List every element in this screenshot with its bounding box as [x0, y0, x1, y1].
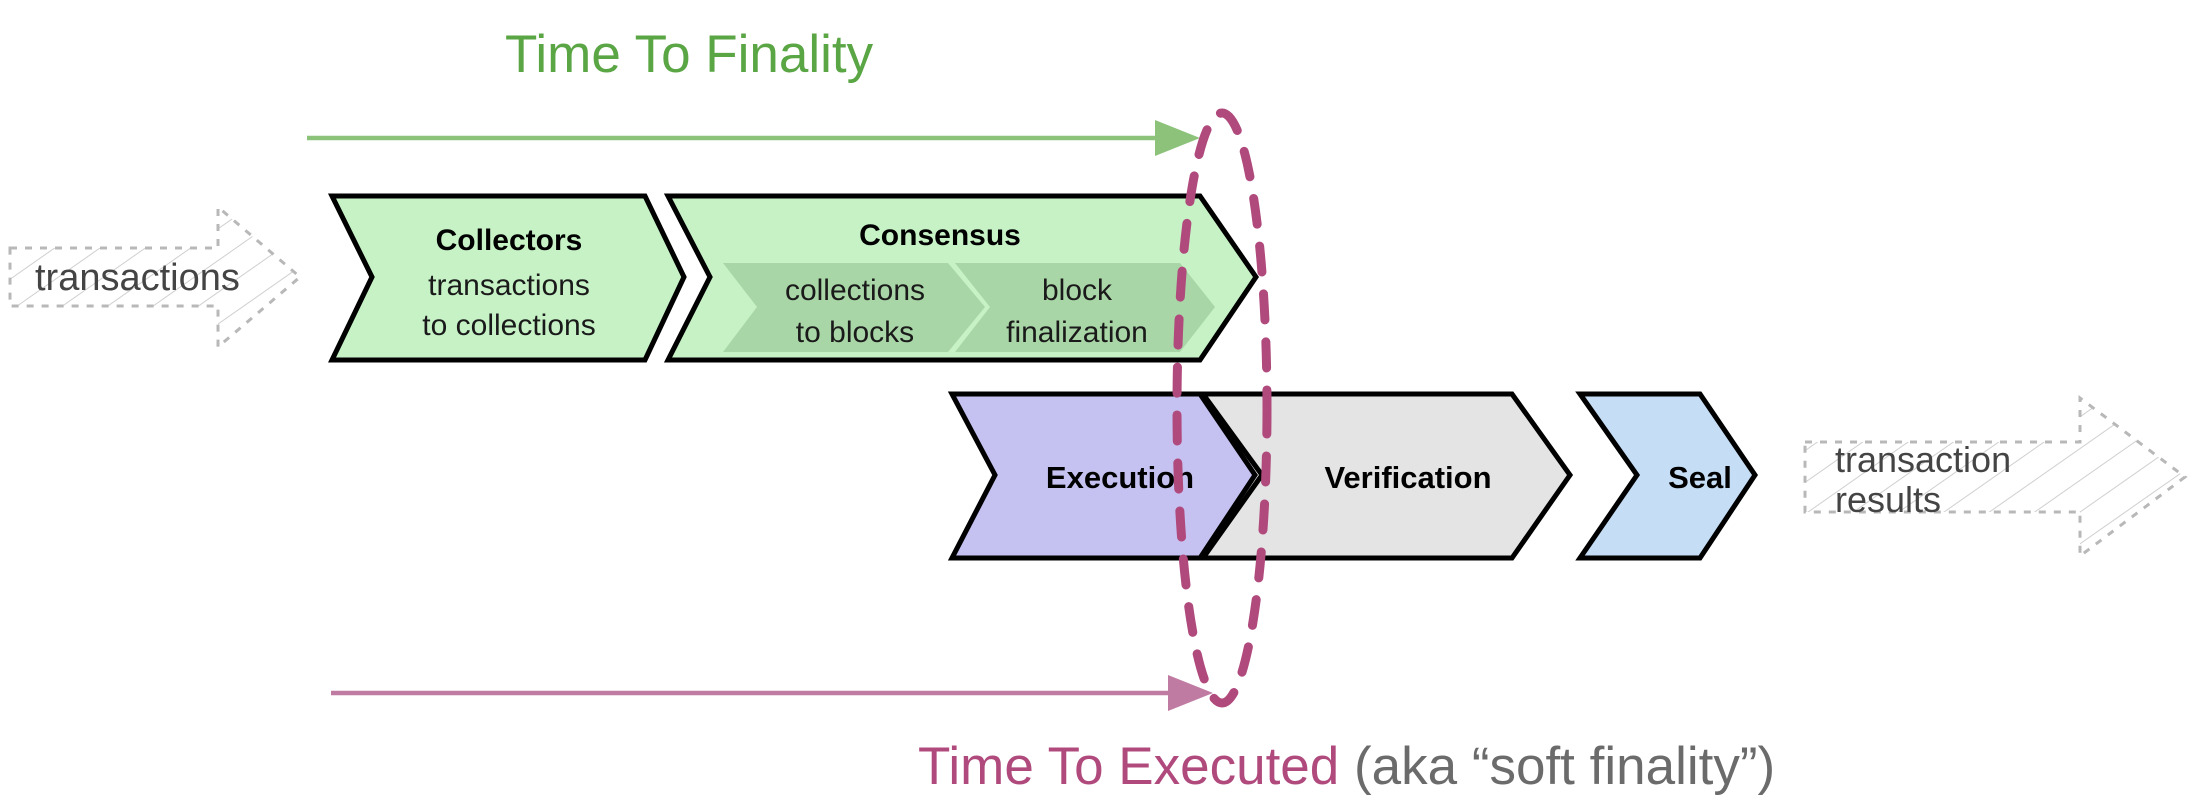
stage-consensus[interactable]: Consensus collections to blocks block fi… [663, 193, 1260, 363]
time-to-executed-title: Time To Executed (aka “soft finality”) [918, 737, 1775, 796]
transactions-ghost-shape [8, 203, 303, 351]
collectors-title: Collectors [436, 224, 583, 257]
time-to-executed-primary: Time To Executed [918, 737, 1339, 796]
time-to-finality-title: Time To Finality [505, 25, 874, 84]
time-to-executed-secondary: (aka “soft finality”) [1339, 737, 1775, 796]
stage-execution[interactable]: Execution [947, 391, 1259, 561]
consensus-inner-1-line2: to blocks [796, 316, 914, 349]
stage-collectors[interactable]: Collectors transactions to collections [327, 193, 687, 363]
consensus-inner-collections-to-blocks-shape[interactable] [723, 263, 985, 352]
transaction-results-label-line2: results [1835, 479, 1941, 520]
verification-title: Verification [1324, 460, 1491, 495]
stage-seal[interactable]: Seal [1575, 391, 1759, 561]
stage-verification[interactable]: Verification [1198, 391, 1574, 561]
transactions-input-arrow: transactions [8, 203, 303, 351]
consensus-inner-1-line1: collections [785, 274, 925, 307]
seal-title: Seal [1668, 460, 1732, 495]
execution-title: Execution [1046, 460, 1194, 495]
transaction-results-output-arrow: transaction results [1803, 394, 2188, 560]
consensus-inner-2-line2: finalization [1006, 316, 1148, 349]
finality-boundary-ellipse [1172, 108, 1272, 708]
collectors-subtitle-line1: transactions [428, 269, 590, 302]
transaction-results-ghost-shape [1803, 394, 2188, 560]
consensus-title: Consensus [859, 219, 1021, 252]
consensus-inner-2-line1: block [1042, 274, 1113, 307]
consensus-inner-block-finalization-shape[interactable] [955, 263, 1215, 352]
seal-chevron-shape[interactable] [1575, 391, 1759, 561]
collectors-subtitle-line2: to collections [422, 309, 595, 342]
transactions-label: transactions [35, 257, 240, 299]
transaction-results-label-line1: transaction [1835, 439, 2011, 480]
collectors-chevron-shape[interactable] [327, 193, 687, 363]
